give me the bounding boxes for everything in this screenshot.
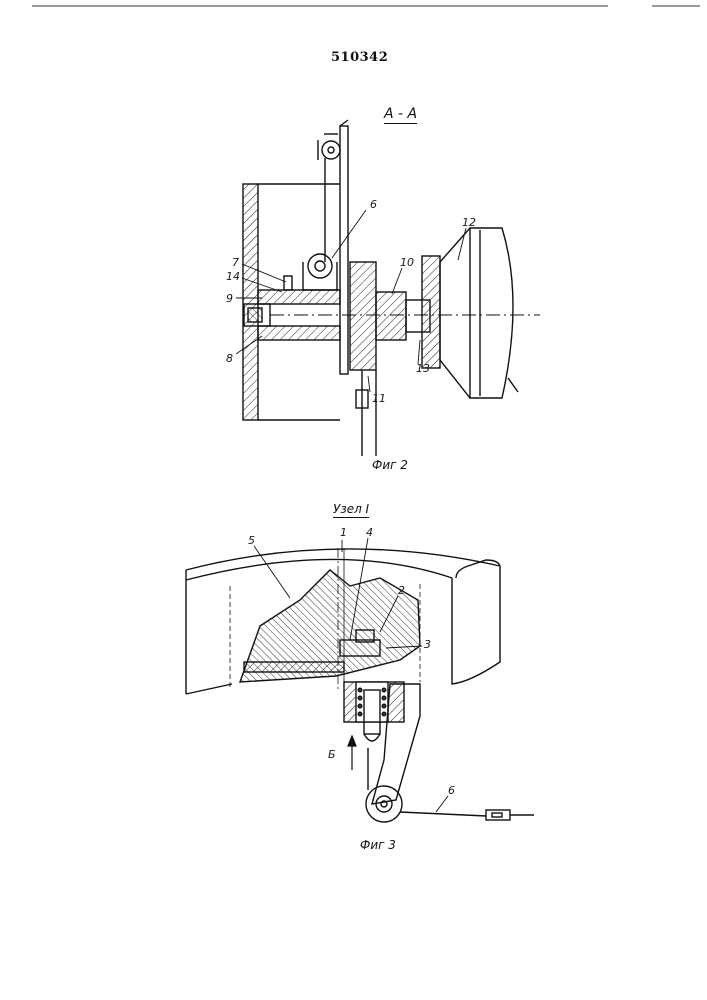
fig3-label-4: 4 [366,526,373,539]
fig3-label-1: 1 [340,526,347,539]
fig2-label-11: 11 [372,392,386,405]
fig2-label-8: 8 [226,352,233,365]
figure-3-caption: Фиг 3 [360,838,396,852]
section-label: А - А [384,106,417,124]
fig3-label-3: 3 [424,638,431,651]
fig3-label-6: 6 [448,784,455,797]
fig3-label-2: 2 [398,584,405,597]
figure-3-drawing [186,548,534,822]
patent-number: 510342 [331,50,388,65]
fig2-label-12: 12 [462,216,476,229]
fig3-label-5: 5 [248,534,255,547]
fig2-label-14: 14 [226,270,240,283]
fig2-label-13: 13 [416,362,430,375]
fig2-label-10: 10 [400,256,414,269]
fig2-label-6: 6 [370,198,377,211]
fig3-arrow-label: Б [328,748,336,761]
direction-arrow-b [348,736,356,770]
node-label: Узел I [333,502,369,518]
fig2-label-9: 9 [226,292,233,305]
figure-2-drawing [243,120,540,456]
fig2-label-7: 7 [232,256,239,269]
figure-2-caption: Фиг 2 [372,458,408,472]
